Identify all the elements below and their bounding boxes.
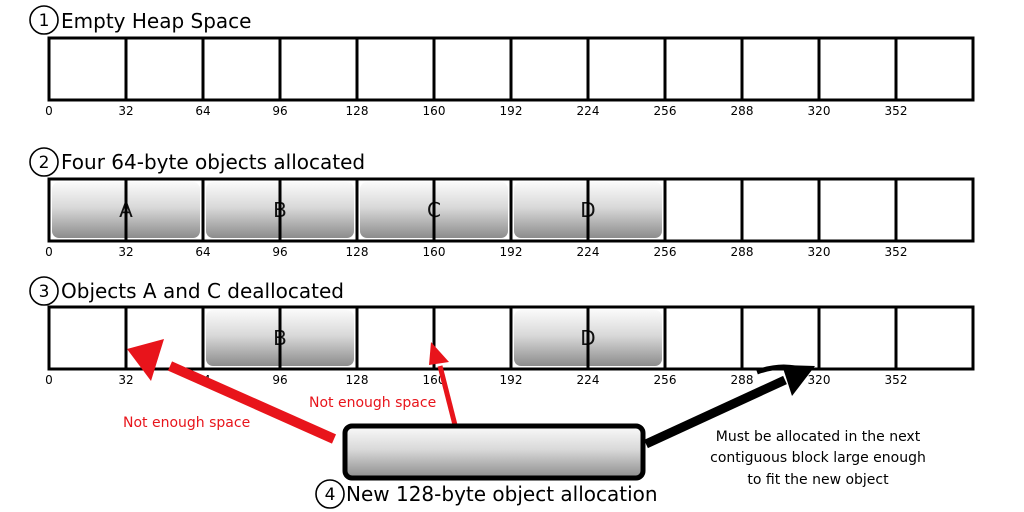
tick-label: 0 [45,373,53,387]
tick-label: 224 [577,373,600,387]
tick-label: 256 [654,373,677,387]
note-not-enough-space-left: Not enough space [123,415,250,431]
tick-label: 352 [885,245,908,259]
tick-label: 320 [808,245,831,259]
tick-label: 128 [346,104,369,118]
note-allocation-line-2: contiguous block large enough [710,450,926,466]
tick-label: 192 [500,373,523,387]
note-not-enough-space-middle: Not enough space [309,395,436,411]
tick-label: 192 [500,245,523,259]
tick-label: 128 [346,245,369,259]
red-arrow-left-head [127,339,164,381]
note-allocation-line-3: to fit the new object [747,472,889,488]
tick-label: 320 [808,373,831,387]
step-circle-2 [29,147,59,177]
row-3: 3 Objects A and C deallocated BD 0326496… [29,276,975,387]
tick-label: 192 [500,104,523,118]
tick-label: 64 [195,104,210,118]
row-title-1: Empty Heap Space [61,9,251,33]
tick-label: 288 [731,373,754,387]
tick-label: 224 [577,104,600,118]
tick-label: 256 [654,245,677,259]
step-circle-1 [29,5,59,35]
black-arrow-hook [756,364,809,375]
row-1: 1 Empty Heap Space 0 32 64 96 128 160 192 224 25… [29,5,975,118]
step-number-3: 3 [39,282,50,302]
tick-label: 128 [346,373,369,387]
tick-label: 288 [731,104,754,118]
row-title-2: Four 64-byte objects allocated [61,150,365,174]
note-allocation-line-1: Must be allocated in the next [716,429,921,445]
step-circle-3 [29,276,59,306]
tick-label: 320 [808,104,831,118]
tick-label: 96 [272,104,287,118]
tick-label: 224 [577,245,600,259]
tick-label: 352 [885,104,908,118]
red-arrow-middle-head [429,342,449,365]
tick-label: 32 [118,245,133,259]
red-arrow-left-shaft [167,361,337,444]
step-circle-4 [315,479,345,509]
tick-label: 160 [423,373,446,387]
tick-label: 0 [45,245,53,259]
tick-label: 160 [423,245,446,259]
tick-label: 96 [272,373,287,387]
tick-label: 352 [885,373,908,387]
step-number-2: 2 [39,153,50,173]
step-number-4: 4 [325,485,336,505]
new-object-block [342,423,646,481]
tick-label: 32 [118,373,133,387]
tick-label: 288 [731,245,754,259]
tick-label: 64 [195,245,210,259]
tick-label: 160 [423,104,446,118]
row-2: 2 Four 64-byte objects allocated ABCD 03… [29,147,975,259]
row-title-3: Objects A and C deallocated [61,279,344,303]
tick-label: 0 [45,104,53,118]
step-number-1: 1 [39,11,50,31]
tick-label: 32 [118,104,133,118]
tick-label: 96 [272,245,287,259]
new-object-title: New 128-byte object allocation [346,482,658,506]
tick-label: 256 [654,104,677,118]
black-arrow-shaft [644,375,787,449]
red-arrow-middle-shaft [437,365,458,426]
